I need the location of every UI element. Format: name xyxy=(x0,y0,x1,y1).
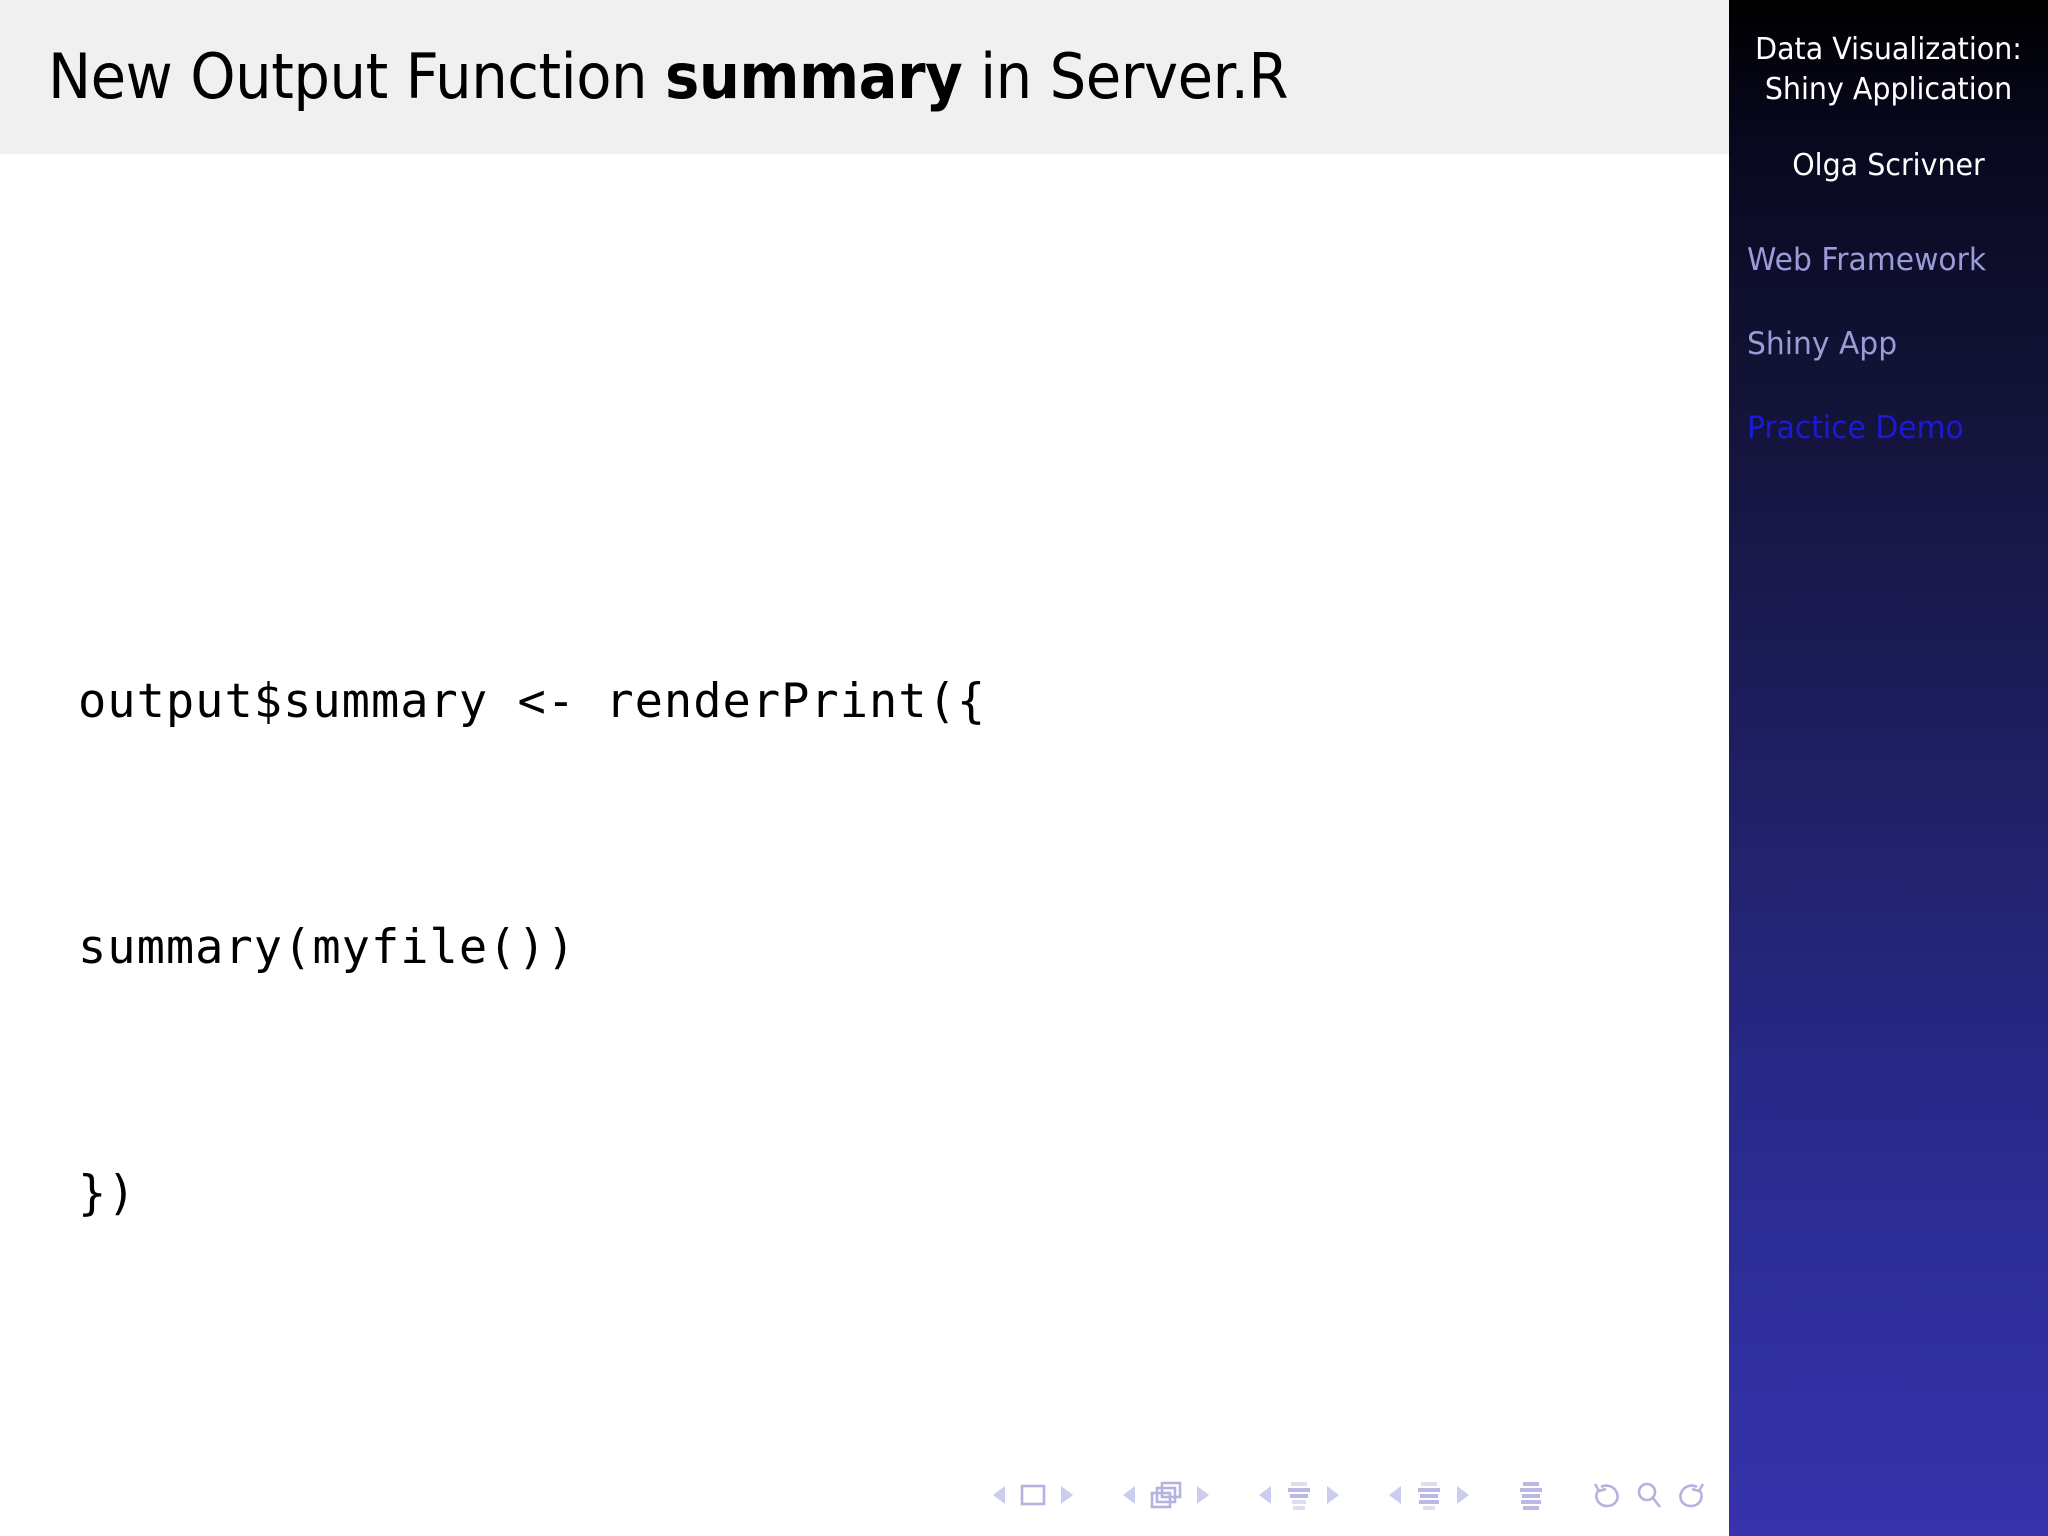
nav-group-back-find-forward[interactable] xyxy=(1585,1479,1713,1511)
prev-frame-triangle-icon[interactable] xyxy=(1120,1483,1138,1507)
slide-body: output$summary <- renderPrint({ summary(… xyxy=(0,154,1729,1536)
sidebar-item-practice-demo[interactable]: Practice Demo xyxy=(1747,410,1964,446)
nav-group-section[interactable] xyxy=(1381,1479,1477,1511)
code-line: }) xyxy=(78,1166,137,1221)
search-magnifier-icon[interactable] xyxy=(1634,1479,1664,1511)
frame-title-part-3: in Server.R xyxy=(962,40,1289,113)
frame-title-part-2-bold: summary xyxy=(664,40,963,113)
prev-slide-triangle-icon[interactable] xyxy=(990,1483,1008,1507)
back-arrow-icon[interactable] xyxy=(1590,1479,1624,1511)
prev-section-triangle-icon[interactable] xyxy=(1386,1483,1404,1507)
nav-group-slide[interactable] xyxy=(985,1482,1081,1508)
nav-group-subsection[interactable] xyxy=(1251,1479,1347,1511)
forward-arrow-icon[interactable] xyxy=(1674,1479,1708,1511)
sidebar-author: Olga Scrivner xyxy=(1792,148,1985,183)
sidebar-header: Data Visualization: Shiny Application Ol… xyxy=(1729,0,2048,186)
next-section-triangle-icon[interactable] xyxy=(1454,1483,1472,1507)
document-bars-icon[interactable] xyxy=(1516,1479,1546,1511)
section-bars-icon[interactable] xyxy=(1414,1479,1444,1511)
sidebar-table-of-contents: Web Framework Shiny App Practice Demo xyxy=(1729,234,2048,454)
code-line: summary(myfile()) xyxy=(78,920,577,975)
code-block: output$summary <- renderPrint({ summary(… xyxy=(78,584,986,1326)
frame-title-bar: New Output Function summary in Server.R xyxy=(0,0,1729,154)
beamer-sidebar: Data Visualization: Shiny Application Ol… xyxy=(1729,0,2048,1536)
code-line: output$summary <- renderPrint({ xyxy=(78,674,987,729)
subsection-bars-icon[interactable] xyxy=(1284,1479,1314,1511)
next-subsection-triangle-icon[interactable] xyxy=(1324,1483,1342,1507)
next-slide-triangle-icon[interactable] xyxy=(1058,1483,1076,1507)
sidebar-title-line-1: Data Visualization: xyxy=(1755,32,2022,67)
slide-main-column: New Output Function summary in Server.R … xyxy=(0,0,1729,1536)
sidebar-title-line-2: Shiny Application xyxy=(1764,72,2013,107)
frame-title-part-1: New Output Function xyxy=(48,40,665,113)
nav-group-document[interactable] xyxy=(1511,1479,1551,1511)
prev-subsection-triangle-icon[interactable] xyxy=(1256,1483,1274,1507)
frames-stack-icon[interactable] xyxy=(1148,1479,1184,1511)
beamer-navigation-bar[interactable] xyxy=(0,1470,1729,1520)
sidebar-item-shiny-app[interactable]: Shiny App xyxy=(1747,326,1898,362)
next-frame-triangle-icon[interactable] xyxy=(1194,1483,1212,1507)
nav-group-frame[interactable] xyxy=(1115,1479,1217,1511)
sidebar-item-web-framework[interactable]: Web Framework xyxy=(1747,242,1987,278)
slide-square-icon[interactable] xyxy=(1018,1482,1048,1508)
frame-title: New Output Function summary in Server.R xyxy=(48,46,1289,108)
